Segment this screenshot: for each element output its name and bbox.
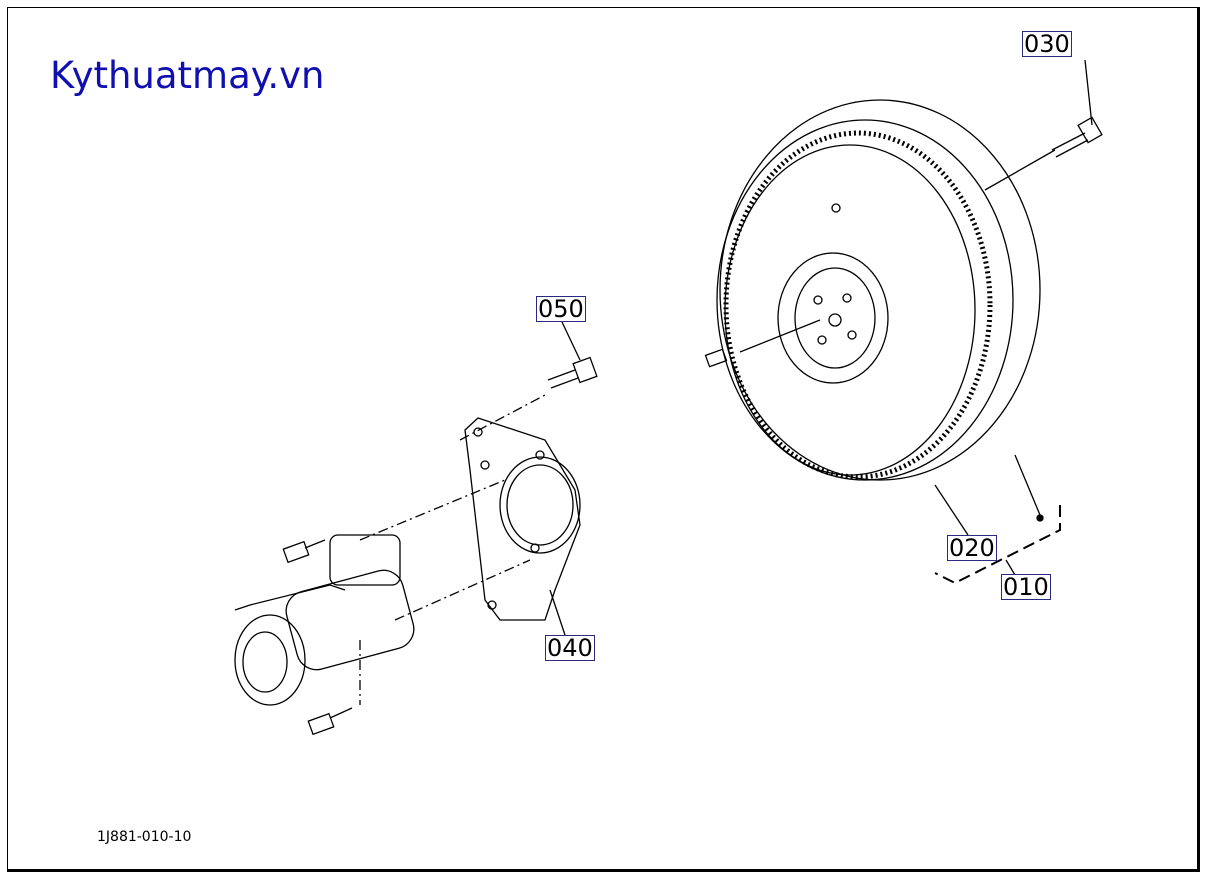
diagram-frame [7, 7, 1200, 872]
flywheel-bolt[interactable] [1051, 59, 1103, 158]
callout-050[interactable]: 050 [536, 295, 586, 323]
callout-040[interactable]: 040 [545, 634, 595, 662]
callout-030[interactable]: 030 [1022, 30, 1072, 58]
callout-020[interactable]: 020 [947, 534, 997, 562]
flywheel[interactable] [704, 99, 1061, 585]
bracket-bolt[interactable] [459, 321, 598, 441]
starter-motor[interactable] [234, 479, 531, 736]
watermark-brand: Kythuatmay.vn [50, 54, 325, 97]
diagram-code: 1J881-010-10 [97, 829, 192, 845]
callout-010[interactable]: 010 [1001, 573, 1051, 601]
starter-bracket[interactable] [464, 417, 581, 636]
